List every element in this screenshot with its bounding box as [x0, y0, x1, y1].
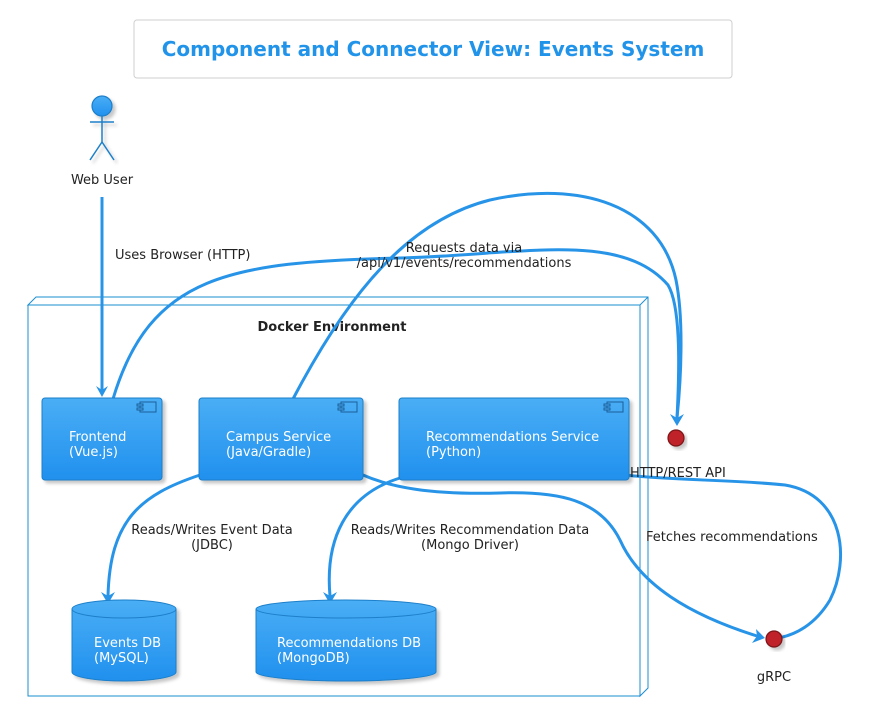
edge-label-requests-data-line1: Requests data via	[406, 241, 522, 256]
interface-http-rest-label: HTTP/REST API	[630, 466, 726, 481]
interface-http-rest-api[interactable]: HTTP/REST API	[630, 429, 726, 481]
interface-circle-icon	[765, 630, 783, 648]
edge-campus-to-http-api	[291, 192, 683, 419]
edge-label-events-rw-line1: Reads/Writes Event Data	[131, 523, 292, 538]
database-recommendations-tech: (MongoDB)	[277, 651, 350, 666]
database-recommendations[interactable]: Recommendations DB (MongoDB)	[255, 599, 437, 682]
component-campus-service[interactable]: Campus Service (Java/Gradle)	[198, 397, 364, 481]
edge-recservice-to-rec-db	[323, 476, 401, 604]
component-recommendations-name: Recommendations Service	[426, 430, 599, 445]
component-recommendations-tech: (Python)	[426, 445, 481, 460]
diagram-title: Component and Connector View: Events Sys…	[133, 19, 733, 79]
interface-circle-icon	[667, 429, 685, 447]
component-recommendations-service[interactable]: Recommendations Service (Python)	[398, 397, 630, 481]
component-campus-name: Campus Service	[226, 430, 331, 445]
docker-environment-title: Docker Environment	[258, 320, 407, 335]
edge-label-rec-rw-line1: Reads/Writes Recommendation Data	[351, 523, 589, 538]
component-frontend-tech: (Vue.js)	[69, 445, 118, 460]
database-recommendations-name: Recommendations DB	[277, 636, 421, 651]
database-events-tech: (MySQL)	[94, 651, 149, 666]
edge-campus-to-grpc	[362, 473, 765, 643]
edge-label-requests-data-line2: /api/v1/events/recommendations	[357, 256, 572, 271]
edge-label-events-rw-line2: (JDBC)	[191, 538, 233, 553]
component-icon	[136, 401, 157, 413]
diagram-title-text: Component and Connector View: Events Sys…	[162, 37, 705, 61]
edge-label-fetches: Fetches recommendations	[646, 530, 818, 545]
edge-label-rec-rw-line2: (Mongo Driver)	[421, 538, 519, 553]
actor-web-user-label: Web User	[71, 173, 134, 188]
database-events-name: Events DB	[94, 636, 161, 651]
component-campus-tech: (Java/Gradle)	[226, 445, 311, 460]
interface-grpc-label: gRPC	[757, 670, 791, 685]
component-frontend[interactable]: Frontend (Vue.js)	[41, 397, 163, 481]
component-icon	[337, 401, 358, 413]
edge-uses-browser	[96, 197, 108, 397]
component-icon	[603, 401, 624, 413]
database-events[interactable]: Events DB (MySQL)	[71, 599, 177, 682]
actor-web-user[interactable]: Web User	[71, 95, 134, 188]
edge-label-uses-browser: Uses Browser (HTTP)	[115, 248, 250, 263]
edge-recservice-to-grpc	[624, 473, 842, 640]
component-frontend-name: Frontend	[69, 430, 126, 445]
edge-frontend-to-http-api	[111, 248, 684, 426]
edge-campus-to-events-db	[101, 473, 201, 604]
interface-grpc[interactable]: gRPC	[757, 630, 791, 685]
actor-icon	[89, 95, 115, 161]
